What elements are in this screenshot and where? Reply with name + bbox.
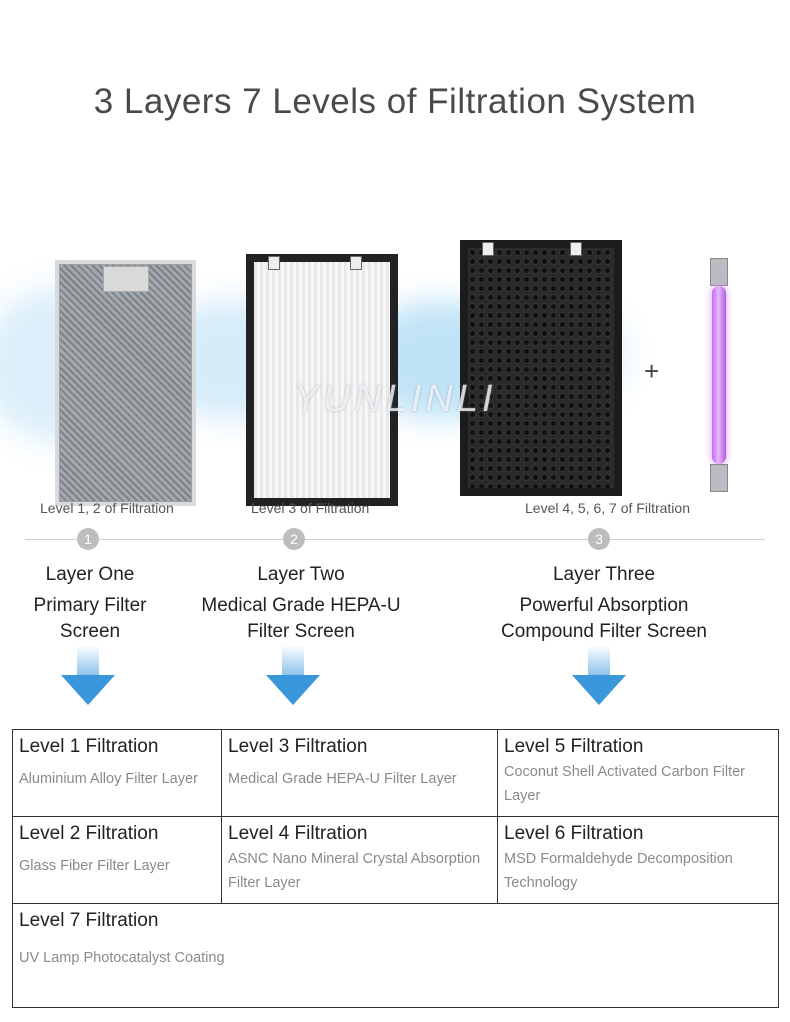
layer-desc-line: Primary Filter: [33, 595, 147, 616]
level-caption-2: Level 3 of Filtration: [251, 500, 370, 516]
filter-clip: [570, 242, 582, 256]
level-caption-3: Level 4, 5, 6, 7 of Filtration: [525, 500, 690, 516]
layer-name: Layer Three: [552, 564, 656, 585]
down-arrow-icon: [572, 645, 626, 705]
layer-desc-line: Powerful Absorption: [519, 595, 689, 616]
table-cell: Level 4 Filtration ASNC Nano Mineral Cry…: [221, 816, 498, 904]
watermark: YUNLINLI: [293, 378, 497, 420]
table-row: Level 7 Filtration UV Lamp Photocatalyst…: [12, 903, 779, 1008]
filter-clip: [268, 256, 280, 270]
carbon-filter-image: [460, 240, 622, 496]
uv-lamp-image: [710, 258, 728, 494]
cell-description: Coconut Shell Activated Carbon Filter La…: [504, 764, 745, 804]
cell-heading: Level 3 Filtration: [228, 736, 368, 757]
layer-one-label: Layer One Primary Filter Screen: [10, 562, 170, 645]
step-badge-1: 1: [77, 528, 99, 550]
filtration-levels-table: Level 1 Filtration Aluminium Alloy Filte…: [12, 729, 779, 1008]
layer-desc-line: Filter Screen: [247, 621, 355, 642]
layer-name: Layer Two: [257, 564, 345, 585]
layer-three-label: Layer Three Powerful Absorption Compound…: [484, 562, 724, 645]
cell-description: UV Lamp Photocatalyst Coating: [19, 950, 225, 966]
primary-filter-image: [55, 260, 196, 506]
cell-heading: Level 7 Filtration: [19, 910, 159, 931]
table-row: Level 1 Filtration Aluminium Alloy Filte…: [12, 729, 779, 817]
table-cell: Level 3 Filtration Medical Grade HEPA-U …: [221, 729, 498, 817]
table-row: Level 2 Filtration Glass Fiber Filter La…: [12, 816, 779, 904]
cell-heading: Level 1 Filtration: [19, 736, 159, 757]
cell-description: Medical Grade HEPA-U Filter Layer: [228, 771, 457, 787]
table-cell: Level 2 Filtration Glass Fiber Filter La…: [12, 816, 222, 904]
plus-icon: +: [644, 356, 660, 386]
layer-desc-line: Screen: [59, 621, 121, 642]
table-cell: Level 1 Filtration Aluminium Alloy Filte…: [12, 729, 222, 817]
down-arrow-icon: [266, 645, 320, 705]
cell-heading: Level 5 Filtration: [504, 736, 644, 757]
cell-description: Aluminium Alloy Filter Layer: [19, 771, 198, 787]
table-cell: Level 5 Filtration Coconut Shell Activat…: [497, 729, 779, 817]
filter-tab: [103, 266, 149, 292]
layer-desc-line: Medical Grade HEPA-U: [201, 595, 401, 616]
level-caption-1: Level 1, 2 of Filtration: [40, 500, 174, 516]
timeline-divider: [25, 539, 765, 540]
step-badge-2: 2: [283, 528, 305, 550]
cell-description: MSD Formaldehyde Decomposition Technolog…: [504, 851, 733, 891]
table-cell: Level 7 Filtration UV Lamp Photocatalyst…: [12, 903, 779, 1008]
hepa-filter-image: [246, 254, 398, 506]
down-arrow-icon: [61, 645, 115, 705]
layer-desc-line: Compound Filter Screen: [501, 621, 707, 642]
cell-heading: Level 6 Filtration: [504, 823, 644, 844]
filter-clip: [482, 242, 494, 256]
page-title: 3 Layers 7 Levels of Filtration System: [93, 82, 697, 121]
layer-name: Layer One: [45, 564, 135, 585]
cell-heading: Level 4 Filtration: [228, 823, 368, 844]
cell-description: Glass Fiber Filter Layer: [19, 858, 170, 874]
table-cell: Level 6 Filtration MSD Formaldehyde Deco…: [497, 816, 779, 904]
cell-heading: Level 2 Filtration: [19, 823, 159, 844]
filter-clip: [350, 256, 362, 270]
step-badge-3: 3: [588, 528, 610, 550]
cell-description: ASNC Nano Mineral Crystal Absorption Fil…: [228, 851, 481, 891]
layer-two-label: Layer Two Medical Grade HEPA-U Filter Sc…: [185, 562, 417, 645]
